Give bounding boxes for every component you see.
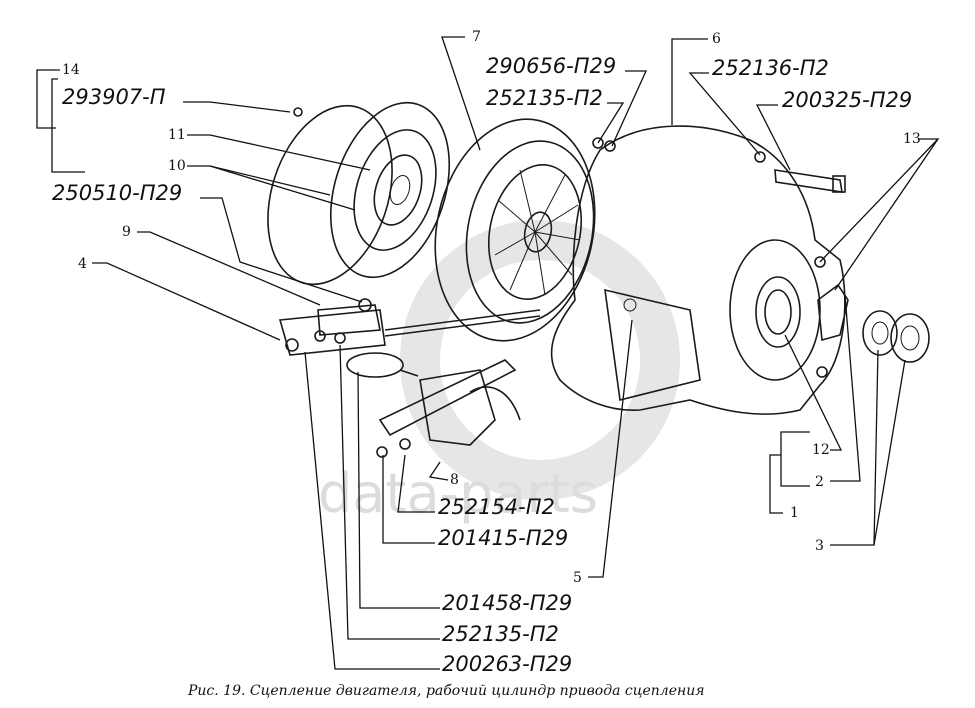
- part-number-252136: 252136-П2: [712, 56, 829, 80]
- callout-12: 12: [812, 442, 830, 458]
- release-fork: [376, 359, 521, 458]
- callout-3: 3: [815, 538, 824, 554]
- callout-13: 13: [903, 131, 921, 147]
- part-number-252154: 252154-П2: [438, 495, 555, 519]
- part-number-200263: 200263-П29: [442, 652, 572, 676]
- part-number-252135-bottom: 252135-П2: [442, 622, 559, 646]
- callout-10: 10: [168, 158, 186, 174]
- watermark-text: data-parts: [318, 462, 598, 525]
- callout-6: 6: [712, 31, 721, 47]
- callout-numbers: 14 11 10 9 4 7 6 13 8 5 12 2 1 3: [62, 29, 921, 586]
- bolts: [293, 107, 846, 378]
- watermark: data-parts: [318, 220, 680, 525]
- leader-lines: [36, 36, 940, 670]
- part-number-250510: 250510-П29: [52, 181, 182, 205]
- callout-5: 5: [573, 570, 582, 586]
- callout-8: 8: [450, 472, 459, 488]
- part-number-293907: 293907-П: [62, 85, 166, 109]
- callout-2: 2: [815, 474, 824, 490]
- slave-cylinder: [278, 304, 541, 378]
- clutch-housing: [550, 125, 849, 415]
- release-bearing: [862, 310, 930, 363]
- pressure-plate: [434, 118, 596, 342]
- callout-4: 4: [78, 256, 87, 272]
- callout-11: 11: [168, 127, 186, 143]
- part-number-252135-top: 252135-П2: [486, 86, 603, 110]
- part-number-201458: 201458-П29: [442, 591, 572, 615]
- part-number-200325: 200325-П29: [782, 88, 912, 112]
- part-number-201415: 201415-П29: [438, 526, 568, 550]
- callout-1: 1: [790, 505, 799, 521]
- figure-caption: Рис. 19. Сцепление двигателя, рабочий ци…: [187, 683, 705, 699]
- callout-9: 9: [122, 224, 131, 240]
- part-number-290656: 290656-П29: [486, 54, 616, 78]
- callout-7: 7: [472, 29, 481, 45]
- part-numbers: 293907-П 250510-П29 290656-П29 252135-П2…: [52, 54, 912, 676]
- callout-14: 14: [62, 62, 80, 78]
